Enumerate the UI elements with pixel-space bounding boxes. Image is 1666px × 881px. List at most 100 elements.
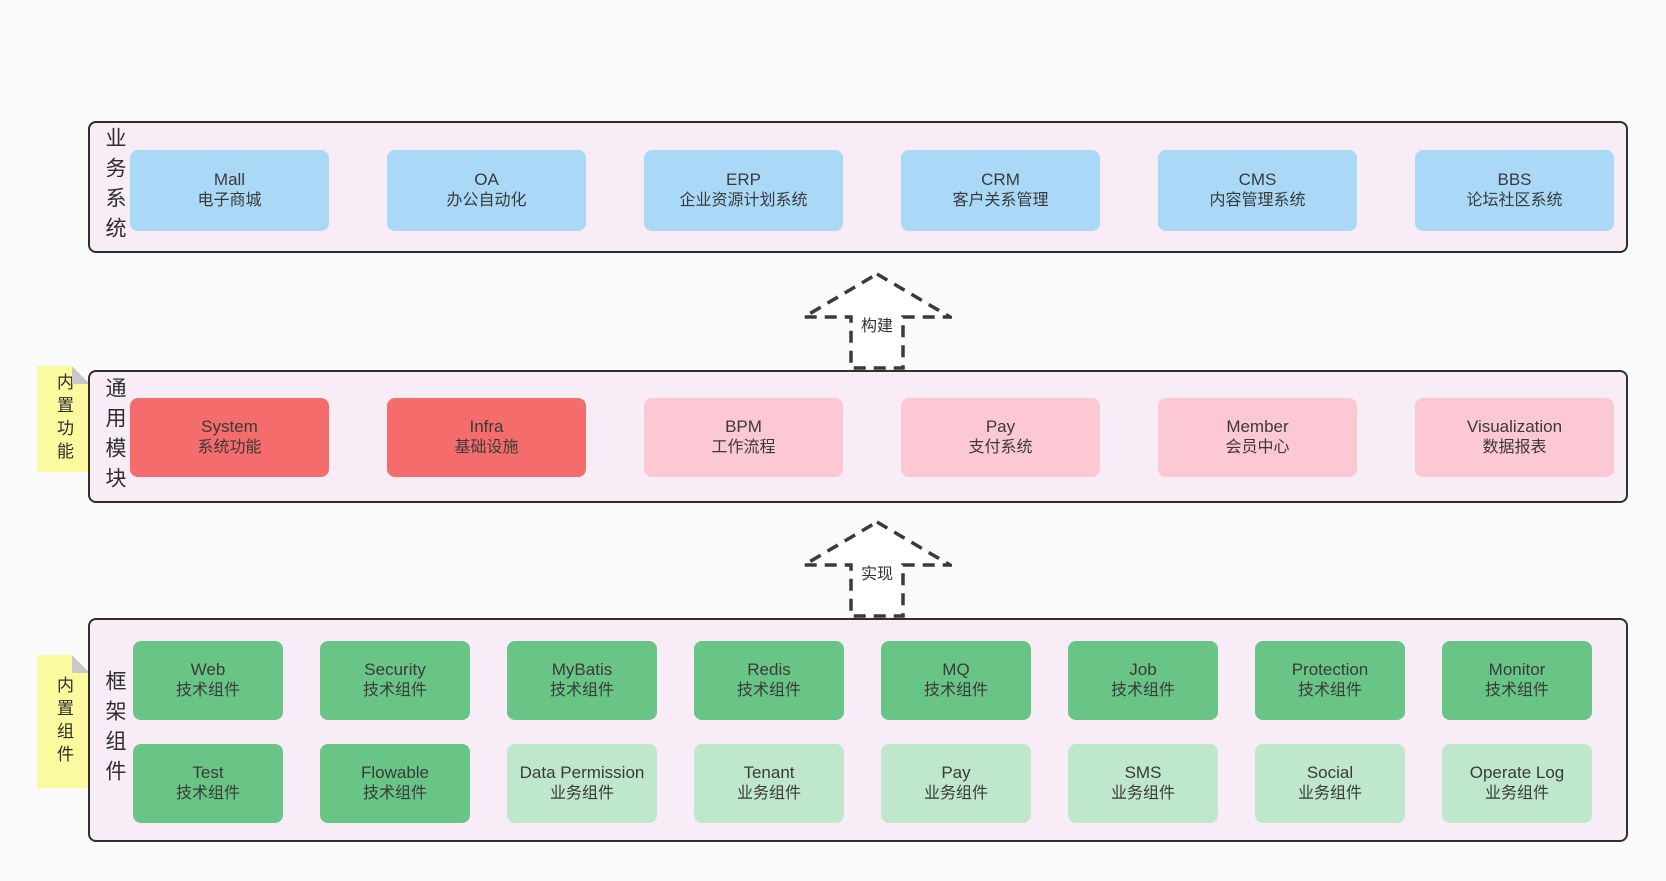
box-subtitle: 业务组件 [1297, 785, 1362, 803]
box-protection: Protection 技术组件 [1255, 641, 1405, 720]
business-systems-label: 业务系统 [103, 127, 126, 247]
panel-framework-components: 框架组件 Web 技术组件 Security 技术组件 MyBatis 技术组件… [88, 618, 1628, 842]
implement-arrow-label: 实现 [802, 560, 952, 584]
panel-business-systems: 业务系统 Mall 电子商城 OA 办公自动化 ERP 企业资源计划系统 CRM… [88, 121, 1628, 253]
panel-common-modules: 通用模块 System 系统功能 Infra 基础设施 BPM 工作流程 Pay… [88, 370, 1628, 503]
box-title: Web [190, 660, 226, 680]
box-title: Mall [213, 170, 246, 190]
box-test: Test 技术组件 [133, 744, 283, 823]
box-title: Visualization [1466, 417, 1563, 437]
box-social: Social 业务组件 [1255, 744, 1405, 823]
box-sms: SMS 业务组件 [1068, 744, 1218, 823]
box-bpm: BPM 工作流程 [644, 398, 843, 477]
box-job: Job 技术组件 [1068, 641, 1218, 720]
box-subtitle: 技术组件 [1297, 682, 1362, 700]
box-subtitle: 技术组件 [1484, 682, 1549, 700]
box-oa: OA 办公自动化 [387, 150, 586, 231]
box-cms: CMS 内容管理系统 [1158, 150, 1357, 231]
box-subtitle: 企业资源计划系统 [679, 192, 808, 210]
box-title: SMS [1124, 763, 1162, 783]
box-subtitle: 技术组件 [362, 785, 427, 803]
modules-boxes-row: System 系统功能 Infra 基础设施 BPM 工作流程 Pay 支付系统… [130, 398, 1614, 477]
box-erp: ERP 企业资源计划系统 [644, 150, 843, 231]
box-title: ERP [726, 170, 761, 190]
box-title: BBS [1497, 170, 1532, 190]
box-subtitle: 技术组件 [175, 785, 240, 803]
framework-components-label: 框架组件 [103, 670, 126, 790]
box-title: Data Permission [519, 763, 645, 783]
box-crm: CRM 客户关系管理 [901, 150, 1100, 231]
box-flowable: Flowable 技术组件 [320, 744, 470, 823]
box-data-permission: Data Permission 业务组件 [507, 744, 657, 823]
box-system: System 系统功能 [130, 398, 329, 477]
box-title: BPM [725, 417, 762, 437]
box-title: MQ [942, 660, 970, 680]
box-title: Job [1129, 660, 1157, 680]
box-subtitle: 会员中心 [1225, 439, 1290, 457]
common-modules-label: 通用模块 [103, 376, 126, 497]
box-monitor: Monitor 技术组件 [1442, 641, 1592, 720]
box-title: Member [1226, 417, 1289, 437]
box-bbs: BBS 论坛社区系统 [1415, 150, 1614, 231]
box-subtitle: 电子商城 [197, 192, 262, 210]
box-subtitle: 业务组件 [923, 785, 988, 803]
box-mybatis: MyBatis 技术组件 [507, 641, 657, 720]
box-subtitle: 支付系统 [968, 439, 1033, 457]
box-member: Member 会员中心 [1158, 398, 1357, 477]
box-title: OA [474, 170, 499, 190]
build-arrow-label: 构建 [802, 312, 952, 336]
box-subtitle: 技术组件 [736, 682, 801, 700]
box-title: Social [1306, 763, 1354, 783]
box-pay-system: Pay 支付系统 [901, 398, 1100, 477]
box-title: Pay [941, 763, 971, 783]
box-web: Web 技术组件 [133, 641, 283, 720]
box-title: Pay [985, 417, 1016, 437]
box-subtitle: 基础设施 [454, 439, 519, 457]
box-subtitle: 内容管理系统 [1209, 192, 1306, 210]
box-mq: MQ 技术组件 [881, 641, 1031, 720]
box-title: Flowable [360, 763, 430, 783]
box-title: Infra [469, 417, 504, 437]
components-row-1: Web 技术组件 Security 技术组件 MyBatis 技术组件 Redi… [133, 641, 1592, 720]
box-title: System [201, 417, 258, 437]
box-subtitle: 工作流程 [711, 439, 776, 457]
box-subtitle: 业务组件 [1484, 785, 1549, 803]
box-operate-log: Operate Log 业务组件 [1442, 744, 1592, 823]
box-title: Redis [747, 660, 791, 680]
built-in-features-tab: 内置功能 [37, 366, 90, 472]
box-subtitle: 业务组件 [736, 785, 801, 803]
box-title: Security [364, 660, 426, 680]
built-in-components-tab-label: 内置组件 [54, 675, 73, 768]
box-visualization: Visualization 数据报表 [1415, 398, 1614, 477]
box-subtitle: 数据报表 [1482, 439, 1547, 457]
box-title: MyBatis [551, 660, 613, 680]
box-title: CRM [981, 170, 1020, 190]
box-subtitle: 技术组件 [1110, 682, 1175, 700]
box-title: Protection [1291, 660, 1369, 680]
box-tenant: Tenant 业务组件 [694, 744, 844, 823]
box-subtitle: 系统功能 [197, 439, 262, 457]
box-title: CMS [1238, 170, 1277, 190]
box-pay-component: Pay 业务组件 [881, 744, 1031, 823]
box-subtitle: 论坛社区系统 [1466, 192, 1563, 210]
box-subtitle: 技术组件 [549, 682, 614, 700]
box-mall: Mall 电子商城 [130, 150, 329, 231]
box-subtitle: 业务组件 [1110, 785, 1175, 803]
box-security: Security 技术组件 [320, 641, 470, 720]
business-boxes-row: Mall 电子商城 OA 办公自动化 ERP 企业资源计划系统 CRM 客户关系… [130, 150, 1614, 231]
box-subtitle: 技术组件 [175, 682, 240, 700]
built-in-features-tab-label: 内置功能 [54, 373, 73, 465]
box-subtitle: 技术组件 [923, 682, 988, 700]
box-title: Monitor [1488, 660, 1546, 680]
box-title: Tenant [743, 763, 795, 783]
box-title: Operate Log [1469, 763, 1565, 783]
box-subtitle: 办公自动化 [446, 192, 527, 210]
box-subtitle: 技术组件 [362, 682, 427, 700]
built-in-components-tab: 内置组件 [37, 655, 90, 788]
box-subtitle: 业务组件 [549, 785, 614, 803]
components-row-2: Test 技术组件 Flowable 技术组件 Data Permission … [133, 744, 1592, 823]
box-subtitle: 客户关系管理 [952, 192, 1049, 210]
box-infra: Infra 基础设施 [387, 398, 586, 477]
box-redis: Redis 技术组件 [694, 641, 844, 720]
